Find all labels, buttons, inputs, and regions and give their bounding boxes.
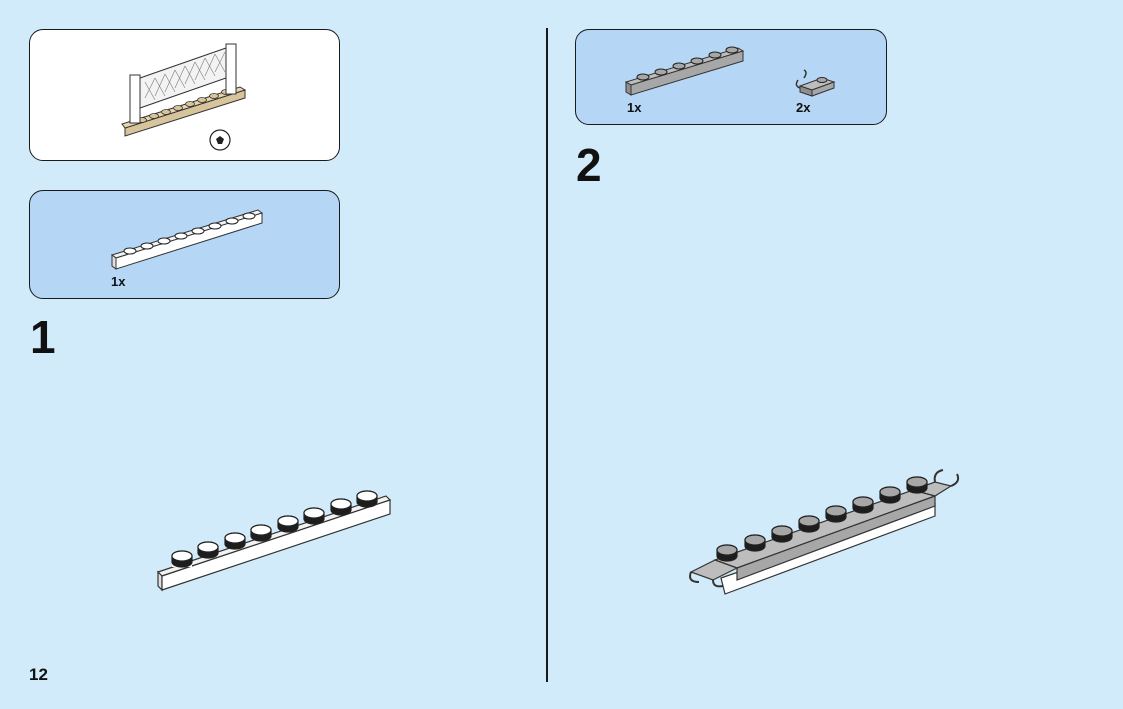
page-divider (546, 28, 548, 682)
gray-plate-assembly-icon (689, 469, 960, 595)
step2-parts-box: 1x 2x (575, 29, 887, 125)
white-plate-1x8-assembly-icon (156, 490, 392, 592)
step2-number: 2 (576, 139, 602, 191)
step2-part1-qty: 1x (627, 100, 642, 115)
gray-clip-plate-icon (795, 69, 836, 97)
gray-plate-1x6-icon (624, 46, 745, 96)
step2-part2-qty: 2x (796, 100, 811, 115)
page-number: 12 (29, 665, 48, 684)
model-preview-box (29, 29, 340, 161)
step1-parts-box: 1x (29, 190, 340, 299)
soccer-goal-model-icon (121, 43, 247, 151)
step1-number: 1 (30, 311, 56, 363)
white-plate-1x8-icon (110, 209, 264, 270)
step1-part-qty: 1x (111, 274, 126, 289)
